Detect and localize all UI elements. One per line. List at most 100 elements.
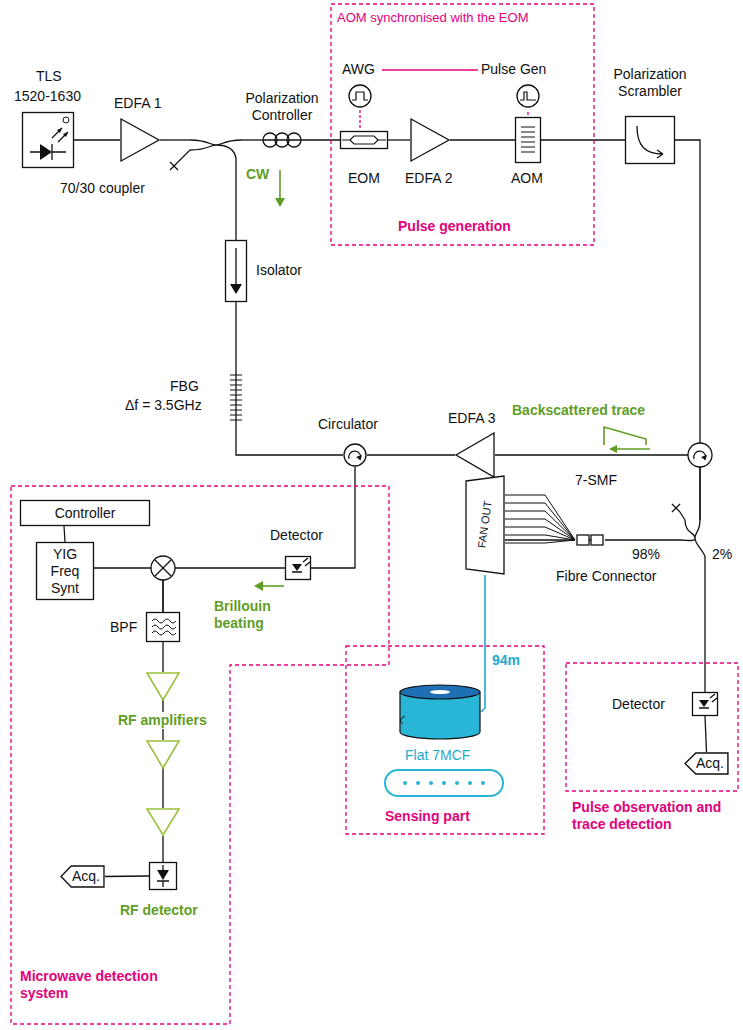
component-label: YIG Freq Synt bbox=[40, 546, 90, 597]
component-label: RF detector bbox=[120, 902, 198, 919]
acquisition-block: Acq. bbox=[684, 752, 729, 775]
fibre-spool bbox=[400, 645, 485, 739]
fibre-coupler-symbol bbox=[190, 132, 242, 158]
fibre-link bbox=[541, 139, 625, 140]
rf-amplifier-chain-symbol bbox=[145, 672, 181, 836]
component-label: 7-SMF bbox=[575, 472, 617, 489]
component-label: 98% bbox=[632, 546, 660, 563]
symbol-stroke bbox=[516, 118, 541, 163]
symbol-stroke bbox=[226, 241, 247, 302]
symbol-stroke bbox=[356, 455, 362, 460]
symbol-stroke bbox=[680, 512, 685, 520]
component-label: Circulator bbox=[318, 416, 378, 433]
acquisition-block: Acq. bbox=[60, 865, 105, 888]
symbol-stroke bbox=[693, 693, 718, 716]
fibre-link bbox=[242, 139, 262, 140]
component-label: Pulse Gen bbox=[481, 61, 546, 78]
symbol-stroke bbox=[521, 152, 535, 153]
symbol-stroke bbox=[230, 400, 242, 401]
symbol-stroke bbox=[147, 809, 179, 835]
symbol-stroke bbox=[505, 527, 575, 540]
symbol-stroke bbox=[637, 126, 663, 158]
bandpass-filter-symbol bbox=[146, 612, 180, 642]
component-label: EDFA 2 bbox=[405, 170, 452, 187]
pulse-observation-group: Pulse observation and trace detectionDet… bbox=[565, 662, 739, 792]
fibre-link bbox=[64, 526, 65, 542]
signal-label: Backscattered trace bbox=[512, 402, 645, 419]
symbol-stroke bbox=[190, 140, 242, 158]
fibre-link bbox=[388, 139, 410, 140]
component-label: Polarization Controller bbox=[237, 90, 327, 124]
symbol-stroke bbox=[521, 147, 535, 148]
symbol-stroke bbox=[481, 781, 485, 785]
fibre-link bbox=[359, 110, 360, 128]
symbol-stroke bbox=[121, 119, 159, 161]
isolator: Isolator bbox=[225, 240, 247, 302]
symbol-stroke bbox=[292, 564, 302, 571]
fibre-link bbox=[74, 139, 120, 140]
symbol-stroke bbox=[521, 137, 535, 138]
mixer-symbol bbox=[151, 556, 175, 580]
symbol-stroke bbox=[21, 501, 150, 526]
symbol-stroke bbox=[287, 133, 301, 147]
amplifier-triangle-symbol bbox=[410, 118, 450, 162]
symbol-stroke bbox=[400, 685, 480, 699]
fibre-link bbox=[382, 69, 478, 70]
amplifier-triangle-symbol bbox=[120, 118, 160, 162]
acousto-optic-modulator: AOM bbox=[515, 117, 541, 163]
terminated-port bbox=[170, 150, 685, 520]
component-label: Δf = 3.5GHz bbox=[125, 397, 202, 414]
rf-amplifier-chain: RF amplifiers bbox=[145, 672, 181, 836]
fibre-bragg-grating: FBGΔf = 3.5GHz bbox=[228, 370, 244, 425]
symbol-stroke bbox=[151, 556, 175, 580]
component-label: Fibre Connector bbox=[556, 568, 656, 585]
symbol-stroke bbox=[147, 741, 179, 768]
fibre-link bbox=[605, 539, 680, 540]
symbol-stroke bbox=[254, 581, 263, 591]
symbol-stroke bbox=[616, 448, 650, 450]
symbol-stroke bbox=[626, 117, 675, 164]
symbol-stroke bbox=[178, 150, 190, 162]
symbol-stroke bbox=[341, 132, 388, 149]
symbol-stroke bbox=[262, 139, 302, 140]
symbol-stroke bbox=[701, 455, 707, 460]
symbol-stroke bbox=[331, 4, 594, 245]
sensing-group: 94mFlat 7MCFSensing part bbox=[345, 645, 545, 835]
fibre-link bbox=[162, 836, 163, 862]
symbol-stroke bbox=[230, 405, 242, 406]
symbol-stroke bbox=[23, 113, 74, 168]
direction-arrow bbox=[254, 170, 650, 591]
controller-box: Controller bbox=[20, 500, 150, 526]
fibre-link bbox=[235, 158, 236, 240]
component-label: Polarization Scrambler bbox=[600, 66, 700, 100]
symbol-stroke bbox=[672, 504, 680, 512]
symbol-stroke bbox=[517, 85, 539, 107]
symbol-stroke bbox=[30, 128, 68, 160]
circulator-symbol bbox=[343, 443, 367, 467]
symbol-stroke bbox=[57, 128, 62, 133]
symbol-stroke bbox=[609, 445, 617, 453]
symbol-stroke bbox=[400, 716, 405, 724]
component-label: Microwave detection system bbox=[20, 968, 195, 1002]
circulator-symbol bbox=[688, 443, 712, 467]
symbol-stroke bbox=[521, 132, 535, 133]
component-label: 2% bbox=[712, 546, 732, 563]
component-label: Pulse generation bbox=[398, 218, 511, 235]
symbol-stroke bbox=[230, 385, 242, 386]
symbol-stroke bbox=[505, 535, 575, 540]
component-label: TLS bbox=[36, 68, 62, 85]
component-label: Sensing part bbox=[385, 808, 470, 825]
component-label: Flat 7MCF bbox=[405, 747, 470, 764]
symbol-stroke bbox=[11, 486, 389, 1024]
fibre-link bbox=[484, 575, 486, 645]
component-label: BPF bbox=[110, 619, 137, 636]
symbol-stroke bbox=[505, 503, 575, 540]
bandpass-filter: BPF bbox=[146, 612, 180, 642]
symbol-stroke bbox=[235, 248, 236, 286]
fibre-link bbox=[705, 716, 707, 752]
symbol-stroke bbox=[429, 781, 433, 785]
symbol-stroke bbox=[466, 476, 504, 574]
symbol-stroke bbox=[577, 535, 589, 545]
symbol-stroke bbox=[455, 781, 459, 785]
symbol-stroke bbox=[688, 443, 712, 467]
